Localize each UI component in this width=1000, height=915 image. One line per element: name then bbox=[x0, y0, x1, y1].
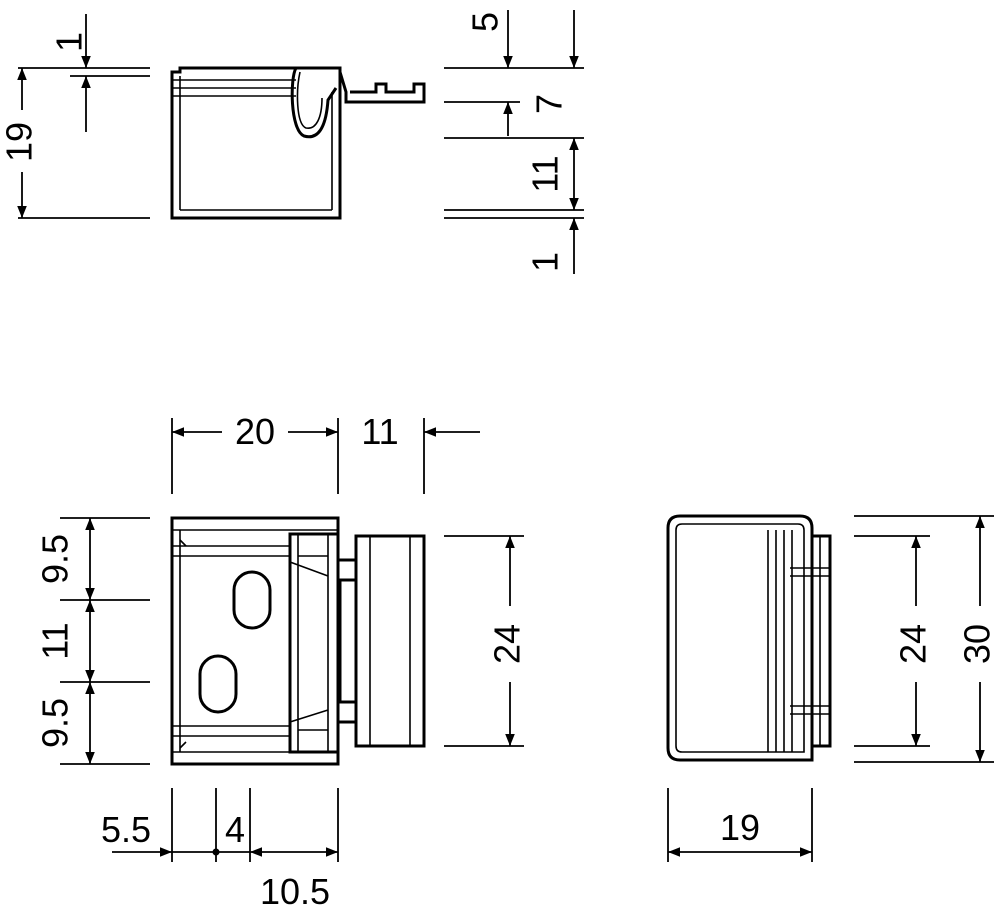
dim-front-left-bottom: 9.5 bbox=[35, 698, 76, 748]
dim-right-lower: 11 bbox=[525, 155, 566, 192]
dim-front-width: 20 bbox=[235, 411, 275, 452]
dim-end-inner-height: 24 bbox=[893, 624, 934, 664]
dim-front-bottom-b: 4 bbox=[225, 809, 245, 850]
dim-front-left-top: 9.5 bbox=[35, 534, 76, 584]
dim-end-width: 19 bbox=[720, 807, 760, 848]
dim-end-outer-height: 30 bbox=[957, 624, 998, 664]
dim-front-bottom-total: 10.5 bbox=[260, 871, 330, 912]
dim-front-left-mid: 11 bbox=[35, 622, 76, 659]
dim-right-top: 5 bbox=[465, 12, 506, 32]
dim-right-mid: 7 bbox=[529, 94, 570, 114]
dim-front-bottom-a: 5.5 bbox=[101, 809, 151, 850]
dim-side-top: 1 bbox=[49, 32, 90, 52]
side-view-right-dims bbox=[444, 10, 584, 274]
dim-side-height: 19 bbox=[0, 122, 40, 162]
end-view bbox=[666, 514, 994, 862]
side-view-left bbox=[17, 14, 426, 220]
dim-right-bottom: 1 bbox=[525, 252, 566, 272]
dim-front-extension: 11 bbox=[361, 411, 398, 452]
dim-front-right-height: 24 bbox=[487, 624, 528, 664]
front-view bbox=[60, 418, 524, 862]
